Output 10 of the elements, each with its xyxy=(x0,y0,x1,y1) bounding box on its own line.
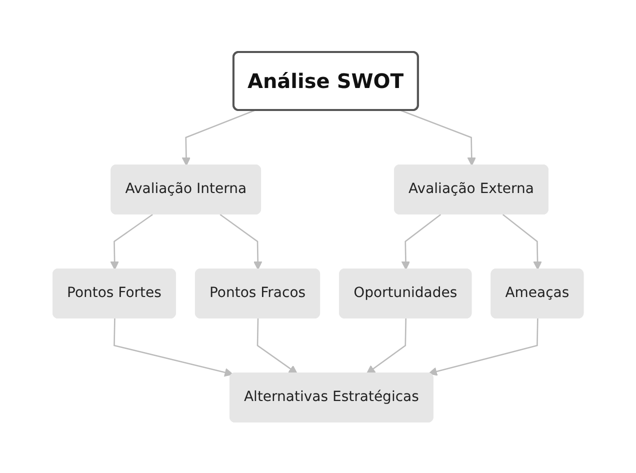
arrow xyxy=(256,318,298,374)
arrow xyxy=(502,213,542,270)
arrow xyxy=(182,109,255,166)
arrow xyxy=(220,213,262,270)
arrow xyxy=(113,318,234,376)
arrow xyxy=(428,318,538,376)
arrow xyxy=(401,213,442,270)
arrow xyxy=(110,213,153,270)
arrow xyxy=(400,109,476,166)
arrow xyxy=(366,318,406,374)
